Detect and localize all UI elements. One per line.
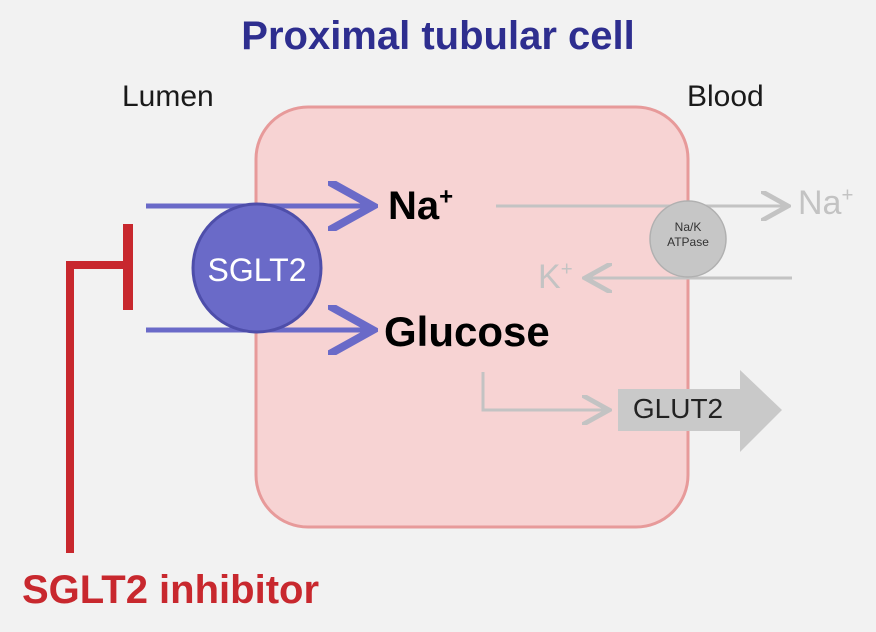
- diagram-title: Proximal tubular cell: [241, 14, 635, 58]
- pump-label-line2: ATPase: [667, 235, 709, 249]
- glucose-efflux-arrow: [481, 372, 606, 410]
- sglt2-transporter: [191, 202, 323, 334]
- inhibitor-label: SGLT2 inhibitor: [22, 568, 320, 612]
- pump-label-line1: Na/K: [674, 220, 702, 234]
- sglt2-label: SGLT2: [207, 252, 307, 288]
- sodium-label: Na+: [388, 183, 454, 228]
- glut2-transporter: [618, 370, 782, 452]
- blood-label: Blood: [687, 80, 764, 113]
- inhibitor-line: [66, 261, 128, 553]
- glut2-label: GLUT2: [632, 393, 724, 424]
- pump-label: Na/K ATPase: [648, 220, 728, 250]
- potassium-label: K+: [538, 258, 573, 296]
- glucose-label: Glucose: [384, 308, 550, 355]
- sodium-blood-label: Na+: [798, 184, 854, 222]
- na-k-atpase-pump: [649, 200, 727, 278]
- lumen-label: Lumen: [122, 80, 214, 113]
